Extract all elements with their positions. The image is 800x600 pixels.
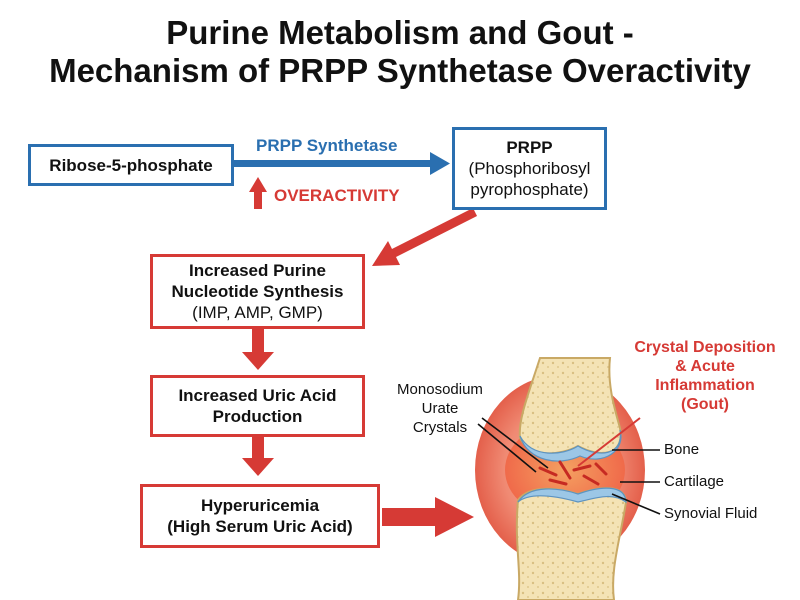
- crystals-label: Monosodium Urate Crystals: [390, 380, 490, 437]
- uric-line-1: Increased Uric Acid: [178, 386, 337, 405]
- down-arrow-1: [242, 329, 274, 370]
- synthesis-line-3: (IMP, AMP, GMP): [192, 303, 323, 322]
- synthesis-line-2: Nucleotide Synthesis: [171, 282, 344, 301]
- knee-joint-illustration: [475, 357, 661, 600]
- uric-acid-box: Increased Uric Acid Production: [150, 375, 365, 437]
- title-line-2: Mechanism of PRPP Synthetase Overactivit…: [49, 52, 751, 89]
- cartilage-label: Cartilage: [664, 473, 725, 490]
- ribose-label: Ribose-5-phosphate: [49, 155, 213, 175]
- page-title: Purine Metabolism and Gout - Mechanism o…: [0, 14, 800, 90]
- hyperuricemia-box: Hyperuricemia (High Serum Uric Acid): [140, 484, 380, 548]
- synthesis-box: Increased Purine Nucleotide Synthesis (I…: [150, 254, 365, 329]
- synthesis-line-1: Increased Purine: [188, 261, 326, 280]
- hyper-line-1: Hyperuricemia: [200, 496, 320, 515]
- title-line-1: Purine Metabolism and Gout -: [166, 14, 634, 51]
- gout-line-4: (Gout): [681, 396, 729, 413]
- bone-label: Bone: [664, 441, 700, 458]
- urate-crystals: [538, 460, 608, 486]
- gout-label: Crystal Deposition & Acute Inflammation …: [620, 338, 790, 414]
- gout-line-2: & Acute: [675, 358, 735, 375]
- crystals-line-3: Crystals: [412, 419, 468, 436]
- lower-cartilage: [517, 487, 627, 504]
- callout-lines: [477, 417, 661, 515]
- ribose-box: Ribose-5-phosphate: [28, 144, 234, 186]
- enzyme-arrow: [222, 152, 450, 175]
- prpp-title: PRPP: [506, 138, 553, 157]
- prpp-line-2: pyrophosphate): [470, 180, 589, 199]
- enzyme-label: PRPP Synthetase: [256, 136, 398, 155]
- upper-bone: [518, 357, 622, 455]
- gout-line-3: Inflammation: [655, 377, 755, 394]
- lower-bone: [515, 487, 628, 600]
- down-arrow-2: [242, 437, 274, 476]
- gout-line-1: Crystal Deposition: [634, 339, 776, 356]
- uric-line-2: Production: [212, 407, 303, 426]
- prpp-line-1: (Phosphoribosyl: [468, 159, 591, 178]
- gout-pointer: [577, 417, 641, 467]
- right-arrow-to-joint: [382, 497, 474, 537]
- hyper-line-2: (High Serum Uric Acid): [167, 517, 353, 536]
- overactivity-label: OVERACTIVITY: [274, 186, 400, 205]
- prpp-box: PRPP (Phosphoribosyl pyrophosphate): [452, 127, 607, 210]
- up-arrow-icon: [249, 177, 267, 209]
- synovial-label: Synovial Fluid: [664, 505, 758, 522]
- diagonal-red-arrow: [372, 207, 478, 266]
- crystals-line-1: Monosodium: [397, 381, 483, 398]
- crystals-line-2: Urate: [421, 400, 459, 417]
